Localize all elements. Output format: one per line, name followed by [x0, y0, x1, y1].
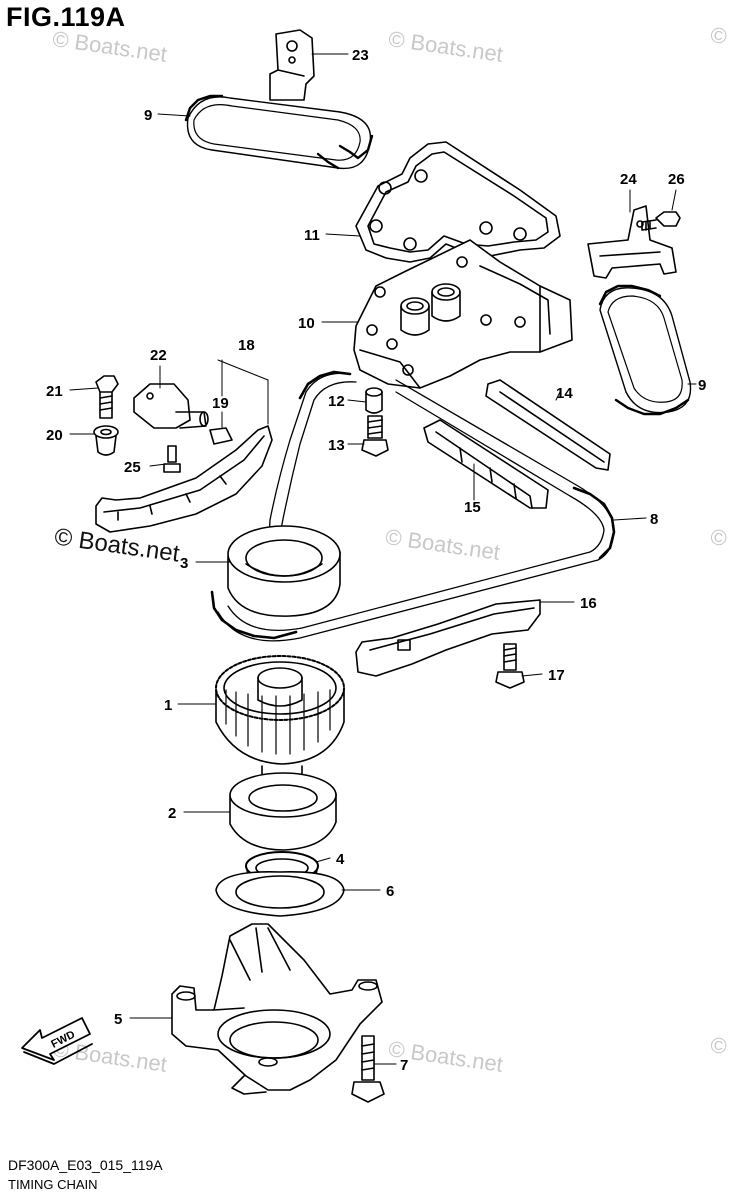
callout-12: 12	[328, 393, 345, 410]
clip-19	[209, 427, 233, 445]
callout-23: 23	[352, 47, 369, 64]
callout-20: 20	[46, 427, 63, 444]
chain-guide-16	[355, 599, 541, 677]
bolt-26	[641, 211, 681, 231]
bolt-17	[495, 643, 525, 689]
callout-19: 19	[212, 395, 229, 412]
fwd-direction-arrow	[21, 1017, 93, 1065]
chain-guide-15	[423, 419, 549, 509]
housing-10	[353, 239, 573, 389]
chain-guide-right-24	[587, 205, 677, 279]
bolt-25	[163, 445, 181, 473]
bolt-13	[361, 415, 389, 457]
gasket-11	[355, 141, 561, 263]
callout-1: 1	[164, 697, 172, 714]
chain-guide-upper-23	[269, 29, 315, 101]
gasket-ring-6	[215, 871, 345, 917]
callout-9-right: 9	[698, 377, 706, 394]
callout-17: 17	[548, 667, 565, 684]
leader-lines	[69, 53, 697, 1065]
callout-22: 22	[150, 347, 167, 364]
callout-13: 13	[328, 437, 345, 454]
callout-11: 11	[304, 227, 320, 244]
callout-10: 10	[298, 315, 315, 332]
callout-15: 15	[464, 499, 481, 516]
callout-25: 25	[124, 459, 141, 476]
chain-guide-14	[485, 379, 611, 471]
bearing-3	[227, 525, 341, 617]
callout-4: 4	[336, 851, 345, 868]
gear-1	[215, 655, 345, 796]
callout-18: 18	[238, 337, 255, 354]
callouts: 23 9 11 10 24 26 9 14 15 12 13 8 22 18 1…	[46, 47, 706, 1074]
callout-26: 26	[668, 171, 685, 188]
case-5	[171, 923, 383, 1095]
bolt-21	[95, 375, 119, 419]
figure-code: DF300A_E03_015_119A	[8, 1157, 163, 1173]
callout-16: 16	[580, 595, 597, 612]
chain-loop-upper-9	[184, 94, 374, 170]
bolt-7	[351, 1035, 385, 1103]
tensioner-22	[133, 383, 209, 429]
callout-6: 6	[386, 883, 394, 900]
figure-title: FIG.119A	[6, 2, 126, 32]
callout-5: 5	[114, 1011, 122, 1028]
callout-8: 8	[650, 511, 658, 528]
figure-name: TIMING CHAIN	[8, 1177, 98, 1192]
callout-3: 3	[180, 555, 188, 572]
timing-chain-8	[210, 370, 616, 642]
dowel-12	[365, 387, 383, 414]
callout-21: 21	[46, 383, 63, 400]
bearing-2	[229, 772, 337, 851]
callout-14: 14	[556, 385, 573, 402]
callout-7: 7	[400, 1057, 408, 1074]
spacer-20	[93, 425, 119, 456]
callout-24: 24	[620, 171, 637, 188]
tensioner-guide-18	[95, 425, 273, 533]
chain-loop-right-9	[598, 284, 692, 416]
callout-9-upper: 9	[144, 107, 152, 124]
callout-2: 2	[168, 805, 176, 822]
